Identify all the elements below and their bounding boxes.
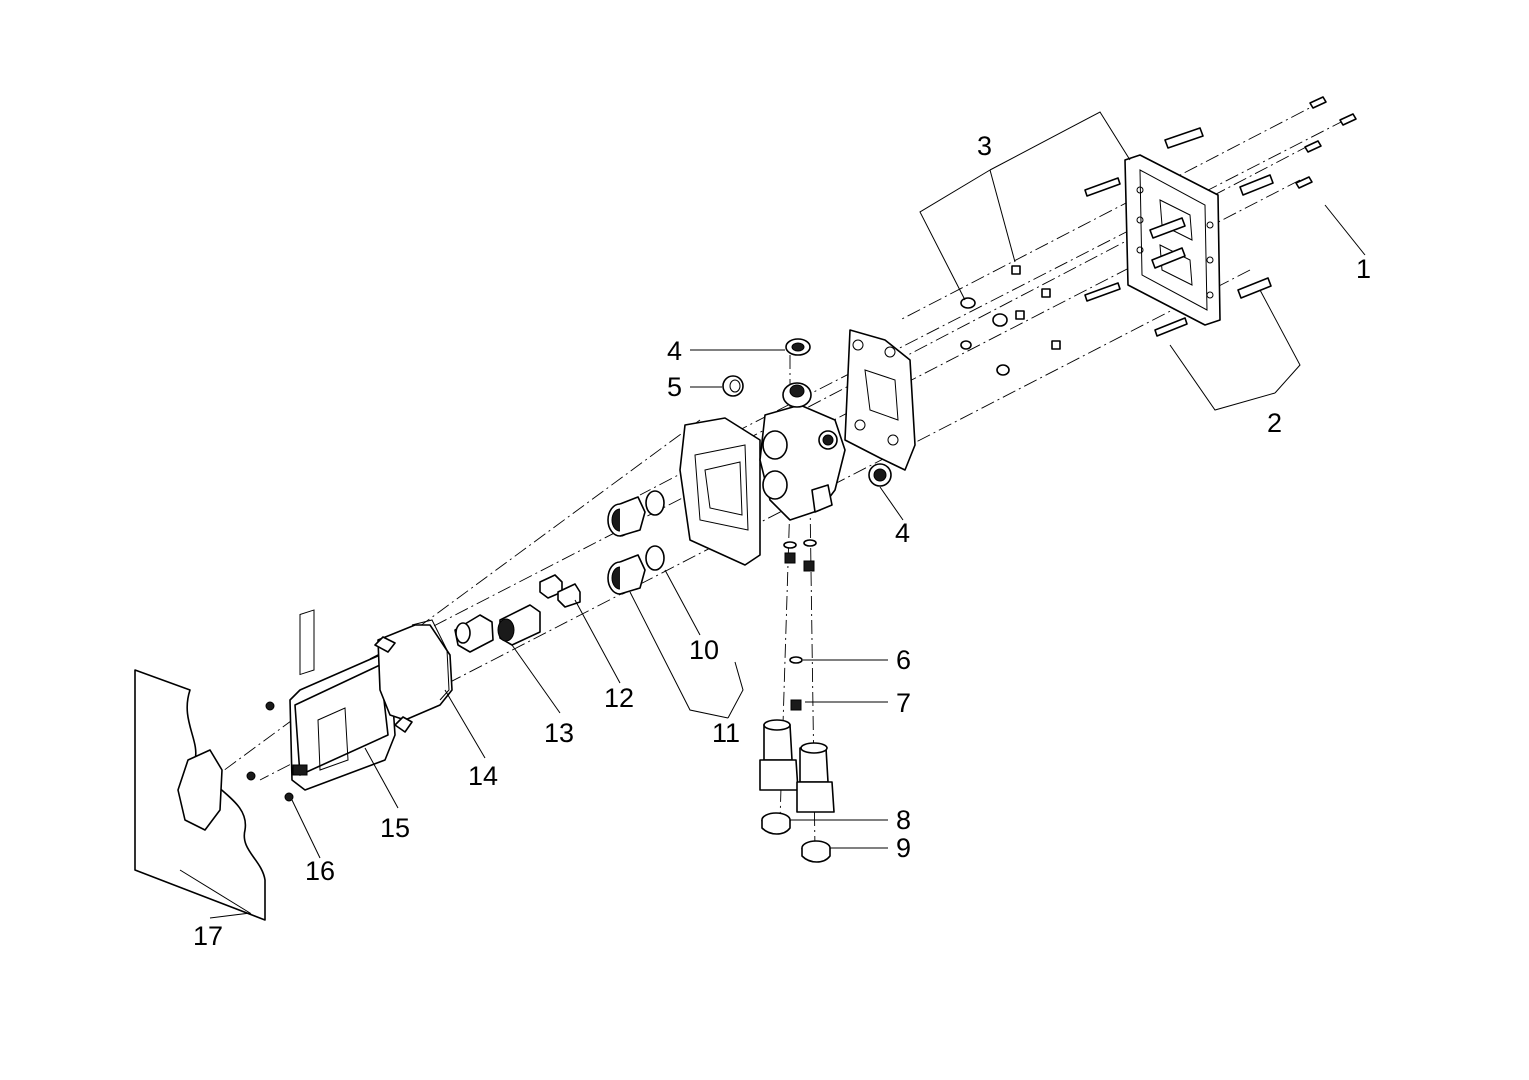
- part-13-cartridge: [454, 604, 541, 653]
- part-10-o-rings: [645, 490, 665, 571]
- callout-2: 2: [1267, 408, 1282, 438]
- part-17-wall-template: [134, 669, 266, 921]
- callout-labels: 1 2 3 4 4 5 6 7 8 9 10 11 12 13 14 15 16…: [193, 131, 1371, 951]
- part-12-adapters: [539, 574, 581, 608]
- callout-15: 15: [380, 813, 410, 843]
- callout-10: 10: [689, 635, 719, 665]
- callout-9: 9: [896, 833, 911, 863]
- callout-17: 17: [193, 921, 223, 951]
- part-16-screws: [246, 701, 294, 802]
- part-11-valve-inserts: [607, 496, 646, 595]
- part-6-washers: [783, 539, 817, 664]
- callout-5: 5: [667, 372, 682, 402]
- part-2-wall-anchors: [1149, 127, 1274, 299]
- leader-lines: [179, 111, 1366, 919]
- callout-6: 6: [896, 645, 911, 675]
- callout-1: 1: [1356, 254, 1371, 284]
- callout-7: 7: [896, 688, 911, 718]
- callout-13: 13: [544, 718, 574, 748]
- callout-12: 12: [604, 683, 634, 713]
- front-mounting-frame: [679, 417, 761, 566]
- callout-14: 14: [468, 761, 498, 791]
- callout-3: 3: [977, 131, 992, 161]
- part-7-nuts: [784, 552, 815, 711]
- part-4-plugs: [785, 338, 892, 487]
- callout-11: 11: [712, 718, 740, 748]
- valve-body: [759, 382, 846, 521]
- part-14-gasket: [374, 619, 453, 733]
- rear-mounting-frame: [844, 329, 916, 471]
- part-8-cap: [761, 812, 791, 835]
- part-1-screws: [1295, 96, 1357, 189]
- part-5-cap: [722, 375, 744, 397]
- callout-4-bottom: 4: [895, 518, 910, 548]
- back-mounting-plate: [1124, 154, 1221, 326]
- callout-4-top: 4: [667, 336, 682, 366]
- pipe-connectors: [759, 719, 835, 813]
- callout-8: 8: [896, 805, 911, 835]
- mounting-screws: [1084, 177, 1188, 337]
- part-3-spacers: [960, 265, 1061, 376]
- part-9-cap: [801, 840, 831, 863]
- part-15-cover-plate: [289, 609, 396, 791]
- callout-16: 16: [305, 856, 335, 886]
